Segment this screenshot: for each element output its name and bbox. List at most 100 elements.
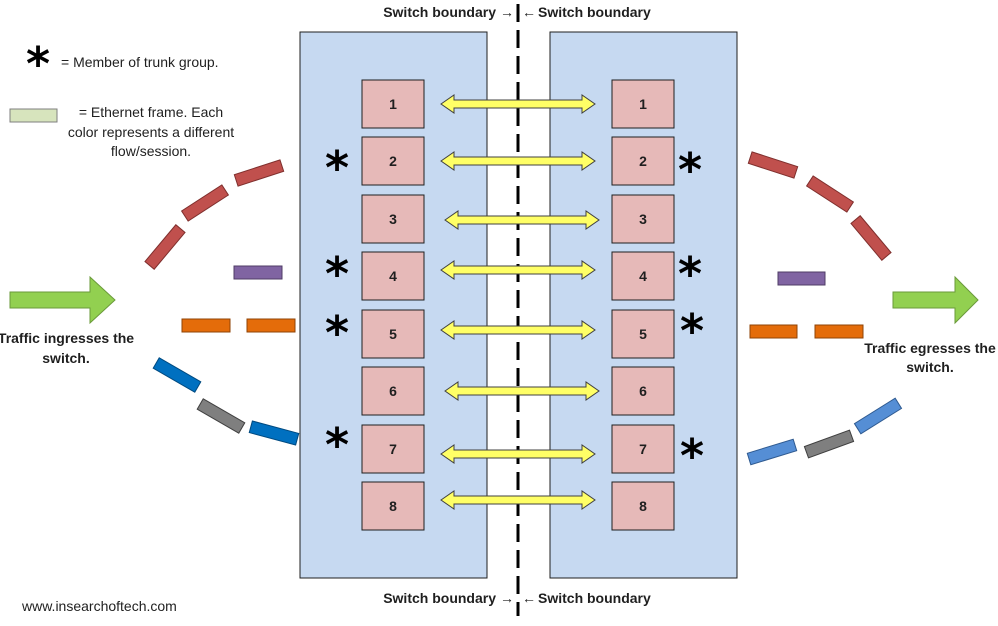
ingress-flow-blue [152,357,300,446]
port-label: 6 [639,383,647,399]
ethernet-frame-orange [814,324,864,339]
port-right-1: 1 [611,79,675,129]
port-label: 5 [389,326,397,342]
ethernet-frame [152,357,202,393]
ethernet-frame [196,398,246,434]
port-label: 1 [389,96,397,112]
port-label: 8 [389,498,397,514]
port-right-4: 4 [611,251,675,301]
egress-label-1: Traffic egresses the [864,340,996,356]
boundary-label-top-left: Switch boundary [383,4,496,20]
port-left-4: 4 [361,251,425,301]
ethernet-frame [850,215,892,261]
port-box [611,481,675,531]
link-arrow-6 [444,381,600,401]
port-left-1: 1 [361,79,425,129]
port-box [611,136,675,186]
boundary-arrow-bottom-in: → [500,590,514,606]
boundary-arrow-bottom-out: ← [522,590,536,606]
port-right-7: 7 [611,424,675,474]
trunk-star-right-2: * [678,143,702,197]
port-box [361,424,425,474]
port-box [611,366,675,416]
ethernet-frame-purple [233,265,283,280]
port-right-2: 2 [611,136,675,186]
port-box [361,194,425,244]
ethernet-frame [144,224,186,270]
port-label: 5 [639,326,647,342]
port-label: 7 [389,441,397,457]
port-right-6: 6 [611,366,675,416]
ethernet-frame [180,184,230,222]
port-box [611,309,675,359]
legend-frame-text-2: color represents a different [68,124,234,140]
port-right-8: 8 [611,481,675,531]
link-arrow-3 [444,210,600,230]
ethernet-frame [747,151,799,179]
port-box [361,251,425,301]
port-left-2: 2 [361,136,425,186]
port-right-5: 5 [611,309,675,359]
ethernet-frame-orange [749,324,798,339]
link-arrow-8 [440,490,596,510]
link-arrow-2 [440,151,596,171]
port-label: 3 [389,211,397,227]
trunk-star-right-4: * [678,247,702,301]
port-box [361,366,425,416]
trunk-star-left-2: * [325,141,349,195]
port-box [611,79,675,129]
port-label: 4 [389,268,397,284]
port-box [361,79,425,129]
port-label: 4 [639,268,647,284]
ethernet-frame [233,159,285,187]
boundary-label-bottom-left: Switch boundary [383,590,496,606]
legend-frame-text-3: flow/session. [111,143,191,159]
port-left-8: 8 [361,481,425,531]
port-label: 2 [389,153,397,169]
port-left-6: 6 [361,366,425,416]
port-label: 8 [639,498,647,514]
ethernet-frame-orange [246,318,296,333]
port-box [611,424,675,474]
port-links [440,94,600,510]
egress-flow-red [747,151,892,261]
port-right-3: 3 [611,194,675,244]
ethernet-frame [248,420,300,446]
legend-star-text: = Member of trunk group. [61,54,219,70]
ethernet-frame-orange [181,318,231,333]
boundary-label-bottom-right: Switch boundary [538,590,651,606]
trunk-star-left-5: * [325,306,349,360]
port-label: 2 [639,153,647,169]
egress-arrow-icon [892,275,979,325]
port-box [361,481,425,531]
footer-url: www.insearchoftech.com [21,598,177,614]
port-left-7: 7 [361,424,425,474]
ethernet-frame [803,429,855,459]
link-arrow-4 [440,260,596,280]
trunk-star-left-4: * [325,247,349,301]
trunk-star-right-7: * [680,429,704,483]
port-label: 1 [639,96,647,112]
egress-flow-blue [746,397,903,466]
port-label: 6 [389,383,397,399]
port-box [611,251,675,301]
ethernet-frame-purple [777,271,826,286]
legend-star-icon: * [26,37,50,91]
boundary-label-top-right: Switch boundary [538,4,651,20]
trunk-star-right-5: * [680,304,704,358]
ingress-label-2: switch. [42,350,89,366]
port-label: 3 [639,211,647,227]
trunk-star-left-7: * [325,418,349,472]
ports-right: 1 2 3 4 5 6 7 8 [611,79,675,531]
egress-label-2: switch. [906,359,953,375]
ethernet-frame [805,175,855,213]
ingress-label-1: Traffic ingresses the [0,330,134,346]
legend-frame-text-1: = Ethernet frame. Each [79,104,223,120]
link-arrow-5 [440,320,596,340]
port-left-3: 3 [361,194,425,244]
ethernet-frame [746,438,798,466]
ingress-flow-red [144,159,285,270]
boundary-arrow-top-out: ← [522,4,536,20]
boundary-arrow-top-in: → [500,4,514,20]
port-box [361,309,425,359]
